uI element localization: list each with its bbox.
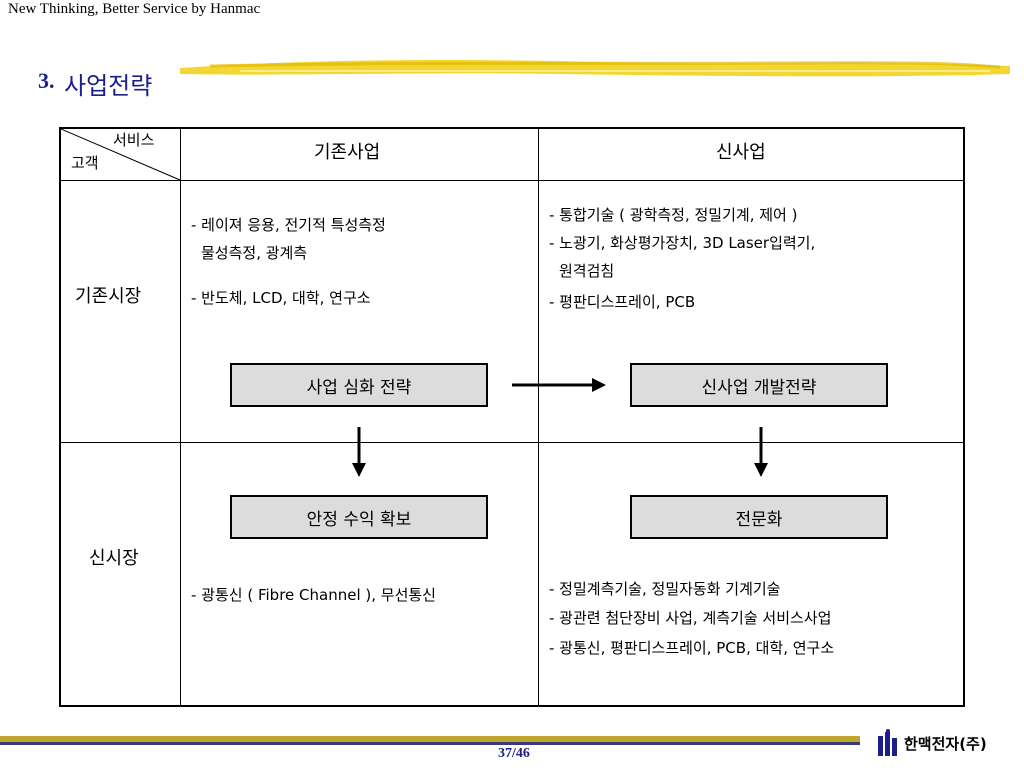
box-label: 신사업 개발전략 xyxy=(701,377,817,398)
cell-line: - 노광기, 화상평가장치, 3D Laser입력기, xyxy=(549,234,816,252)
table-divider xyxy=(61,180,963,181)
col-header-new-business: 신사업 xyxy=(716,142,766,163)
arrow-down-icon xyxy=(352,427,366,477)
strategy-box-stable: 안정 수익 확보 xyxy=(230,495,488,539)
cell-line: 원격검침 xyxy=(559,262,615,280)
cell-line: - 통합기술 ( 광학측정, 정밀기계, 제어 ) xyxy=(549,206,798,224)
cell-line: - 광통신 ( Fibre Channel ), 무선통신 xyxy=(191,586,436,604)
strategy-box-specialize: 전문화 xyxy=(630,495,888,539)
corner-diagonal xyxy=(61,129,181,181)
arrow-right-icon xyxy=(512,378,606,392)
header-tagline: New Thinking, Better Service by Hanmac xyxy=(8,1,261,17)
title-number: 3. xyxy=(38,68,55,93)
cell-line: - 광통신, 평판디스프레이, PCB, 대학, 연구소 xyxy=(549,639,835,657)
box-label: 사업 심화 전략 xyxy=(306,377,412,398)
cell-line: - 반도체, LCD, 대학, 연구소 xyxy=(191,289,371,307)
box-label: 전문화 xyxy=(735,509,783,530)
box-label: 안정 수익 확보 xyxy=(306,509,412,530)
row-header-new-market: 신시장 xyxy=(89,548,139,569)
decorative-brush-stroke xyxy=(180,60,1010,77)
corner-label-customer: 고객 xyxy=(71,154,99,172)
table-divider xyxy=(61,442,963,443)
page-title: 사업전략 xyxy=(64,72,153,100)
strategy-box-develop: 신사업 개발전략 xyxy=(630,363,888,407)
row-header-existing-market: 기존시장 xyxy=(75,286,142,307)
page-number: 37/46 xyxy=(498,746,530,761)
strategy-table: 서비스 고객 기존사업 신사업 기존시장 신시장 - 레이져 응용, 전기적 특… xyxy=(59,127,965,707)
corner-label-service: 서비스 xyxy=(113,131,155,149)
cell-line: - 레이져 응용, 전기적 특성측정 xyxy=(191,216,386,234)
company-name: 한맥전자(주) xyxy=(904,735,987,753)
footer-accent-bar xyxy=(0,736,860,742)
footer-accent-line xyxy=(0,742,860,745)
cell-line: - 광관련 첨단장비 사업, 계측기술 서비스사업 xyxy=(549,609,832,627)
col-header-existing-business: 기존사업 xyxy=(314,142,381,163)
table-divider xyxy=(538,129,539,705)
table-divider xyxy=(180,129,181,705)
strategy-box-deepen: 사업 심화 전략 xyxy=(230,363,488,407)
cell-line: - 평판디스프레이, PCB xyxy=(549,293,696,311)
arrow-down-icon xyxy=(754,427,768,477)
cell-line: 물성측정, 광계측 xyxy=(201,244,308,262)
company-logo-icon xyxy=(878,729,897,756)
cell-line: - 정밀계측기술, 정밀자동화 기계기술 xyxy=(549,580,781,598)
